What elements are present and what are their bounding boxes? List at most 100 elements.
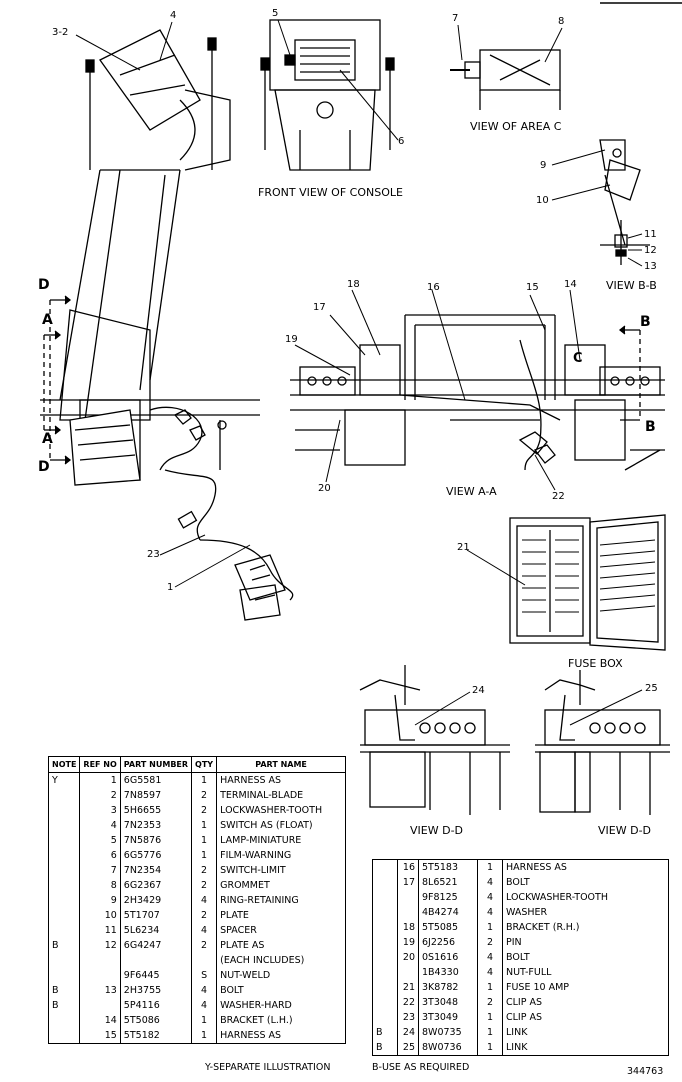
view-bb — [599, 139, 650, 265]
ref-cell: 22 — [397, 995, 419, 1010]
part-name-cell: RING-RETAINING — [216, 893, 346, 908]
part-name-cell: LOCKWASHER-TOOTH — [216, 803, 346, 818]
part-name-cell: FILM-WARNING — [216, 848, 346, 863]
view-dd-right — [535, 670, 670, 815]
part-number-cell: 2H3755 — [119, 983, 193, 998]
part-number-cell: 7N2354 — [119, 863, 193, 878]
ref-cell: 20 — [397, 950, 419, 965]
part-number-cell: 7N5876 — [119, 833, 193, 848]
part-number-cell: 5L6234 — [119, 923, 193, 938]
section-a-top: A — [42, 312, 53, 328]
part-name-cell: (EACH INCLUDES) — [216, 953, 346, 968]
caption-view-dd-right: VIEW D-D — [598, 824, 652, 837]
callout-22: 22 — [552, 491, 565, 502]
callout-3-2: 3-2 — [52, 27, 69, 38]
leader-lines — [75, 19, 643, 726]
qty-cell: 2 — [191, 788, 218, 803]
footnote-separate-illustration: Y-SEPARATE ILLUSTRATION — [205, 1062, 331, 1073]
note-cell — [47, 818, 81, 833]
front-view-console — [260, 19, 395, 171]
qty-cell: 2 — [191, 938, 218, 953]
callout-6: 6 — [398, 136, 405, 147]
part-number-cell: 5P4116 — [119, 998, 193, 1013]
note-cell — [372, 980, 398, 995]
part-name-cell: LINK — [502, 1025, 669, 1040]
qty-cell: 1 — [477, 1010, 503, 1025]
callout-1: 1 — [167, 582, 174, 593]
ref-cell — [397, 890, 419, 905]
ref-cell — [79, 953, 121, 968]
illustration-number: 344763 — [627, 1066, 664, 1077]
part-name-cell: HARNESS AS — [216, 772, 346, 788]
callout-7: 7 — [452, 13, 459, 24]
part-number-cell: 6G5581 — [119, 772, 193, 788]
qty-cell: 2 — [477, 995, 503, 1010]
callout-12: 12 — [644, 245, 657, 256]
part-name-cell: SWITCH-LIMIT — [216, 863, 346, 878]
note-cell — [372, 890, 398, 905]
qty-cell: 2 — [191, 878, 218, 893]
callout-11: 11 — [644, 229, 657, 240]
ref-cell: 13 — [79, 983, 121, 998]
note-cell: Y — [47, 772, 81, 788]
note-cell — [47, 923, 81, 938]
part-name-cell: PLATE — [216, 908, 346, 923]
part-name-cell: WASHER — [502, 905, 669, 920]
ref-cell: 21 — [397, 980, 419, 995]
part-number-cell: 4B4274 — [418, 905, 478, 920]
ref-cell: 2 — [79, 788, 121, 803]
part-number-cell: 3T3048 — [418, 995, 478, 1010]
callout-15: 15 — [526, 282, 539, 293]
qty-cell — [191, 953, 218, 968]
part-number-cell: 5T1707 — [119, 908, 193, 923]
section-marks-left — [43, 295, 72, 465]
note-cell — [47, 1013, 81, 1028]
part-number-cell: 5T5086 — [119, 1013, 193, 1028]
part-name-cell: LOCKWASHER-TOOTH — [502, 890, 669, 905]
qty-cell: 4 — [191, 998, 218, 1013]
caption-fuse-box: FUSE BOX — [568, 657, 623, 670]
section-a-bottom: A — [42, 431, 53, 447]
ref-cell: 25 — [397, 1040, 419, 1056]
note-cell — [372, 859, 398, 875]
qty-cell: 4 — [477, 905, 503, 920]
part-name-cell: BOLT — [216, 983, 346, 998]
qty-cell: 1 — [191, 1013, 218, 1028]
part-number-cell: 8W0736 — [418, 1040, 478, 1056]
part-number-cell: 9F6445 — [119, 968, 193, 983]
qty-cell: 1 — [477, 980, 503, 995]
qty-cell: 1 — [477, 1040, 503, 1056]
ref-cell — [79, 968, 121, 983]
ref-cell: 18 — [397, 920, 419, 935]
part-name-cell: BRACKET (L.H.) — [216, 1013, 346, 1028]
section-marks-right — [618, 325, 641, 421]
callout-24: 24 — [472, 685, 485, 696]
note-cell: B — [372, 1025, 398, 1040]
note-cell — [372, 935, 398, 950]
ref-cell: 7 — [79, 863, 121, 878]
note-cell: B — [372, 1040, 398, 1056]
part-number-cell: 6J2256 — [418, 935, 478, 950]
qty-cell: 4 — [477, 965, 503, 980]
view-dd-left — [359, 665, 510, 815]
callout-5: 5 — [272, 8, 279, 19]
